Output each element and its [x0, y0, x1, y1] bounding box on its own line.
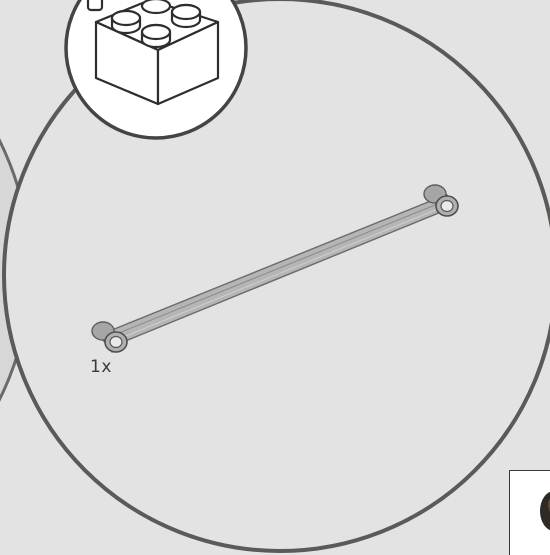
minifigure-head-icon	[510, 471, 550, 555]
part-quantity-label: 1x	[90, 357, 112, 377]
minifigure-thumbnail	[509, 470, 550, 555]
